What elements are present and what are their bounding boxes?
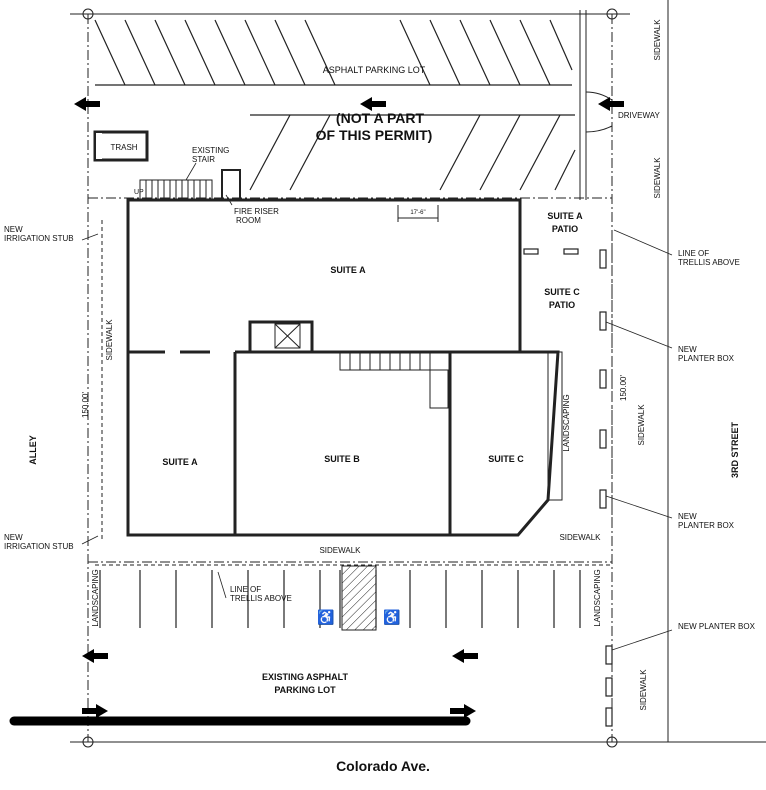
building-walls	[126, 198, 560, 537]
existing-stair-label: EXISTING	[192, 146, 229, 155]
suite-c-label: SUITE C	[488, 454, 524, 464]
dimension-label: 17'-6"	[410, 210, 425, 216]
trellis-lines	[95, 220, 613, 566]
landscaping-label: LANDSCAPING	[593, 569, 602, 626]
planter-label: NEW	[678, 512, 697, 521]
traffic-arrows	[74, 97, 624, 718]
accessible-icon: ♿	[317, 609, 334, 626]
arrow-left-icon	[360, 97, 386, 111]
dimension-label: 150.00'	[619, 375, 628, 401]
not-part-label-2: OF THIS PERMIT)	[316, 127, 433, 143]
sidewalk-label: SIDEWALK	[653, 157, 662, 199]
sidewalk-label: SIDEWALK	[559, 533, 601, 542]
suite-c-patio-label: SUITE C	[544, 287, 580, 297]
asphalt-lot-top-label: ASPHALT PARKING LOT	[323, 65, 426, 75]
arrow-right-icon	[450, 704, 476, 718]
trellis-label-2: TRELLIS ABOVE	[678, 258, 740, 267]
arrow-left-icon	[74, 97, 100, 111]
sidewalk-label: SIDEWALK	[639, 669, 648, 711]
sidewalk-label: SIDEWALK	[637, 404, 646, 446]
interior-stair	[339, 351, 449, 409]
top-parking-stripes	[94, 19, 576, 191]
new-irrigation-label: NEW	[4, 533, 23, 542]
landscaping-label: LANDSCAPING	[91, 569, 100, 626]
landscaping-strip	[547, 351, 563, 501]
suite-a-bottom-label: SUITE A	[162, 457, 198, 467]
trash-label: TRASH	[110, 143, 137, 152]
accessible-icon: ♿	[383, 609, 400, 626]
existing-stair	[139, 169, 241, 201]
sidewalk-label: SIDEWALK	[105, 319, 114, 361]
not-part-label: (NOT A PART	[336, 110, 425, 126]
fire-riser-label-2: ROOM	[236, 216, 261, 225]
planter-label: NEW	[678, 345, 697, 354]
sidewalk-label: SIDEWALK	[653, 19, 662, 61]
up-label: UP	[134, 189, 144, 196]
new-irrigation-label-2: IRRIGATION STUB	[4, 234, 74, 243]
dimension-label: 150.00'	[81, 392, 90, 418]
new-irrigation-label-2: IRRIGATION STUB	[4, 542, 74, 551]
landscaping-label: LANDSCAPING	[562, 394, 571, 451]
trellis-label: LINE OF	[230, 585, 261, 594]
planter-label: NEW PLANTER BOX	[678, 622, 756, 631]
trellis-label: LINE OF	[678, 249, 709, 258]
planter-label-2: PLANTER BOX	[678, 354, 735, 363]
existing-lot-label-2: PARKING LOT	[274, 685, 336, 695]
elevator	[274, 323, 301, 349]
existing-stair-label-2: STAIR	[192, 155, 215, 164]
third-street-label: 3RD STREET	[730, 421, 740, 478]
arrow-left-icon	[452, 649, 478, 663]
driveway-label: DRIVEWAY	[618, 111, 660, 120]
street-caption: Colorado Ave.	[336, 758, 430, 774]
bottom-parking-stripes	[99, 570, 581, 628]
driveway	[585, 91, 613, 133]
leader-lines	[81, 162, 673, 651]
suite-b-label: SUITE B	[324, 454, 360, 464]
sidewalk-label: SIDEWALK	[319, 546, 361, 555]
planter-label-2: PLANTER BOX	[678, 521, 735, 530]
suite-c-patio-label-2: PATIO	[549, 300, 575, 310]
new-irrigation-label: NEW	[4, 225, 23, 234]
trellis-label-2: TRELLIS ABOVE	[230, 594, 292, 603]
accessible-aisle	[341, 565, 377, 631]
trash-enclosure	[93, 130, 149, 162]
planter-boxes	[523, 248, 613, 727]
suite-a-patio-label-2: PATIO	[552, 224, 578, 234]
arrow-left-icon	[82, 649, 108, 663]
alley-label: ALLEY	[28, 435, 38, 465]
suite-a-top-label: SUITE A	[330, 265, 366, 275]
arrow-right-icon	[82, 704, 108, 718]
arrow-left-icon	[598, 97, 624, 111]
fire-riser-label: FIRE RISER	[234, 207, 279, 216]
existing-lot-label: EXISTING ASPHALT	[262, 672, 349, 682]
suite-a-patio-label: SUITE A	[547, 211, 583, 221]
